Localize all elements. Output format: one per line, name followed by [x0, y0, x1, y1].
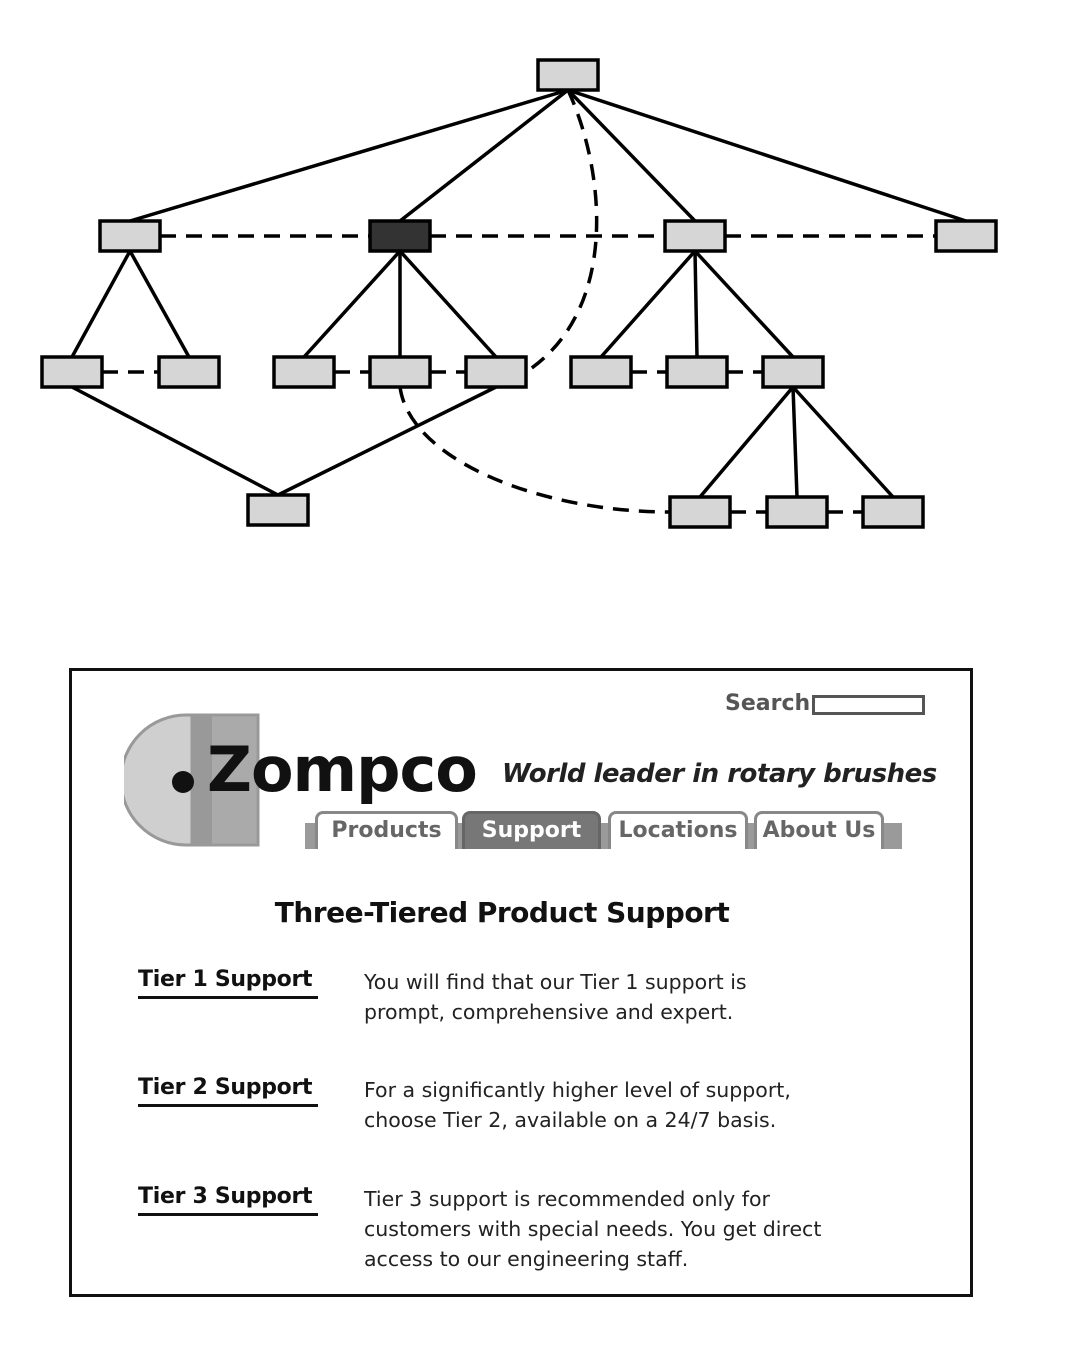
- description-line: For a significantly higher level of supp…: [364, 1078, 791, 1102]
- page-node-l2b1: [272, 355, 336, 389]
- tier-2-link[interactable]: Tier 2 Support: [138, 1075, 318, 1107]
- logo-text[interactable]: Zompco: [207, 733, 478, 806]
- dashed-link-root-l2b3: [525, 89, 599, 374]
- page-node-l1a: [98, 219, 162, 253]
- page-title: Three-Tiered Product Support: [274, 896, 730, 929]
- tab-locations[interactable]: Locations: [608, 811, 748, 849]
- description-line: prompt, comprehensive and expert.: [364, 1000, 734, 1024]
- page-node-l3c: [861, 495, 925, 529]
- hierarchy-edge-l2c3-l3c: [791, 385, 895, 499]
- tab-about-us[interactable]: About Us: [754, 811, 884, 849]
- hierarchy-edge-root-l1c: [566, 88, 697, 223]
- page-node-l1c: [663, 219, 727, 253]
- hierarchy-edge-l1b-l2b1: [302, 249, 402, 359]
- search-input[interactable]: [812, 695, 925, 715]
- webpage-mockup: Search Zompco World leader in rotary bru…: [69, 668, 973, 1297]
- hierarchy-edge-l2c3-l3b: [791, 386, 799, 498]
- page-node-l2c3: [761, 355, 825, 389]
- page-node-l2a1: [40, 355, 104, 389]
- site-map-diagram: [40, 58, 998, 529]
- description-line: customers with special needs. You get di…: [364, 1217, 822, 1241]
- page-node-l2b2: [368, 355, 432, 389]
- tier-2-description: For a significantly higher level of supp…: [364, 1075, 944, 1135]
- dashed-link-l2b2-l3a: [398, 386, 671, 514]
- tier-3-link[interactable]: Tier 3 Support: [138, 1184, 318, 1216]
- page-node-root: [536, 58, 600, 92]
- hierarchy-edge-l2c3-l3a: [698, 385, 795, 499]
- hierarchy-edge-l1c-l2c3: [693, 249, 795, 359]
- description-line: choose Tier 2, available on a 24/7 basis…: [364, 1108, 777, 1132]
- hierarchy-edge-l2a1-shared: [71, 385, 279, 497]
- hierarchy-edge-l1c-l2c1: [599, 249, 697, 359]
- logo-dot-icon: [172, 771, 194, 793]
- page-node-l1d: [934, 219, 998, 253]
- tab-products[interactable]: Products: [315, 811, 458, 849]
- hierarchy-edge-l1a-l2a1: [70, 250, 132, 358]
- hierarchy-edge-root-l1a: [129, 88, 569, 223]
- tier-1-link[interactable]: Tier 1 Support: [138, 967, 318, 999]
- tier-1-description: You will find that our Tier 1 support is…: [364, 967, 944, 1027]
- page-node-l2a2: [157, 355, 221, 389]
- current-page-node: [368, 219, 432, 253]
- logo-shape-icon: [124, 713, 260, 847]
- page-node-l2c1: [569, 355, 633, 389]
- hierarchy-edge-l1c-l2c2: [693, 250, 699, 358]
- hierarchy-edge-root-l1d: [567, 88, 967, 223]
- description-line: access to our engineering staff.: [364, 1247, 689, 1271]
- description-line: Tier 3 support is recommended only for: [364, 1187, 770, 1211]
- tier-3-description: Tier 3 support is recommended only for cu…: [364, 1184, 944, 1274]
- description-line: You will find that our Tier 1 support is: [364, 970, 747, 994]
- search-label: Search: [725, 691, 811, 716]
- hierarchy-edge-root-l1b: [398, 88, 570, 223]
- page-node-l2c2: [665, 355, 729, 389]
- hierarchy-edge-l1a-l2a2: [128, 250, 191, 358]
- hierarchy-edge-l2b3-shared: [277, 385, 497, 497]
- tab-support[interactable]: Support: [462, 811, 601, 849]
- page-node-l3b: [765, 495, 829, 529]
- page-node-shared: [246, 493, 310, 527]
- page-node-l2b3: [464, 355, 528, 389]
- tagline: World leader in rotary brushes: [502, 759, 937, 789]
- hierarchy-edge-l1b-l2b3: [398, 249, 498, 359]
- page-node-l3a: [668, 495, 732, 529]
